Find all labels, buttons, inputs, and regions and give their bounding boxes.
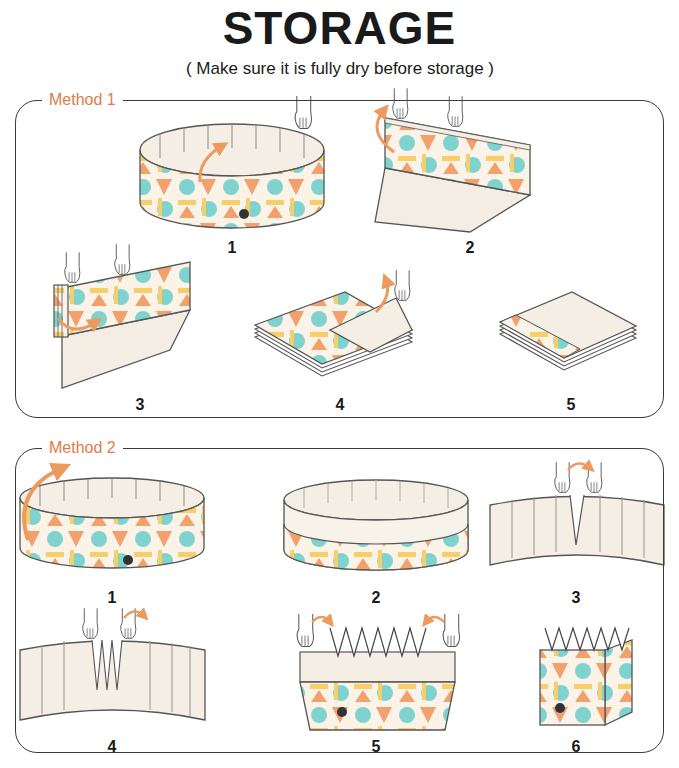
step-number: 3: [276, 588, 679, 608]
pool-step: [20, 468, 204, 568]
pool-step-path: [140, 150, 324, 228]
pool-step-circle: [239, 209, 249, 219]
folding-step-path: [512, 495, 644, 558]
step-number: 1: [0, 238, 532, 258]
panel-heading: Method 2: [42, 438, 123, 458]
step-number: 3: [0, 395, 440, 415]
folding-step-use: [115, 244, 130, 274]
pool-step-path: [24, 468, 62, 540]
folding-step-path: [377, 110, 394, 152]
folded-stack: [500, 292, 636, 370]
folding-step-polygon: [255, 292, 412, 364]
step-number: 4: [0, 737, 412, 757]
pool-step-path: [284, 524, 468, 570]
folding-step-rect: [54, 285, 68, 337]
method-panel: Method 1: [15, 100, 664, 418]
panel-heading: Method 1: [42, 90, 123, 110]
folding-step-path: [570, 495, 584, 545]
pool-step: [140, 96, 324, 228]
folded-box-circle: [555, 703, 565, 713]
pool-step-path: [160, 124, 304, 158]
folding-step-use: [297, 614, 313, 646]
folded-stack-polygon: [500, 315, 580, 358]
folding-step-polygon: [330, 298, 412, 352]
folded-box-polygon: [605, 640, 632, 725]
pool-step: [284, 480, 468, 570]
folding-step-path: [426, 617, 444, 622]
pool-step-path: [20, 498, 204, 568]
pool-step-circle: [123, 555, 133, 565]
folding-step: [490, 462, 664, 565]
folding-step-path: [376, 280, 388, 312]
folding-step-use: [65, 252, 80, 282]
step-number: 5: [76, 737, 676, 757]
folding-step: [375, 88, 530, 232]
pool-step-path: [40, 478, 184, 506]
folding-step: [54, 244, 190, 388]
folding-step-path: [312, 617, 330, 622]
folding-step-path: [20, 641, 205, 720]
folded-stack-polygon: [500, 292, 636, 358]
step-number: 2: [76, 588, 676, 608]
folding-step-use: [83, 608, 98, 638]
folding-step-use: [448, 96, 463, 126]
folding-step-path: [58, 285, 62, 337]
folding-step-path: [58, 318, 96, 329]
folding-step-use: [555, 462, 570, 492]
folding-step-polyline: [330, 628, 426, 656]
step-number: 6: [276, 737, 679, 757]
folding-step: [297, 614, 459, 730]
folding-step-path: [300, 682, 455, 730]
step-number: 2: [170, 238, 679, 258]
folding-step-polygon: [385, 118, 530, 195]
folding-step-use: [443, 614, 459, 646]
step-number: 1: [0, 588, 412, 608]
folding-step-path: [92, 640, 122, 690]
storage-note: ( Make sure it is fully dry before stora…: [40, 58, 640, 79]
pool-step-path: [200, 146, 222, 182]
folding-step: [20, 608, 205, 720]
folding-step-use: [393, 88, 408, 118]
folding-step-circle: [337, 707, 347, 717]
page-title: STORAGE: [0, 2, 679, 54]
folded-box: [540, 628, 632, 725]
step-number: 5: [271, 395, 679, 415]
step-number: 4: [40, 395, 640, 415]
folding-step: [255, 270, 412, 376]
folded-box-rect: [540, 650, 605, 725]
pool-step-path: [304, 480, 448, 508]
pool-step-use: [295, 96, 311, 128]
folding-step-rect: [300, 652, 455, 682]
folding-step-path: [42, 641, 190, 716]
folding-step-use: [395, 270, 410, 300]
folded-box-polyline: [545, 628, 629, 650]
pool-step-path: [284, 500, 468, 570]
folding-step-path: [568, 463, 590, 470]
folding-step-path: [124, 611, 144, 618]
